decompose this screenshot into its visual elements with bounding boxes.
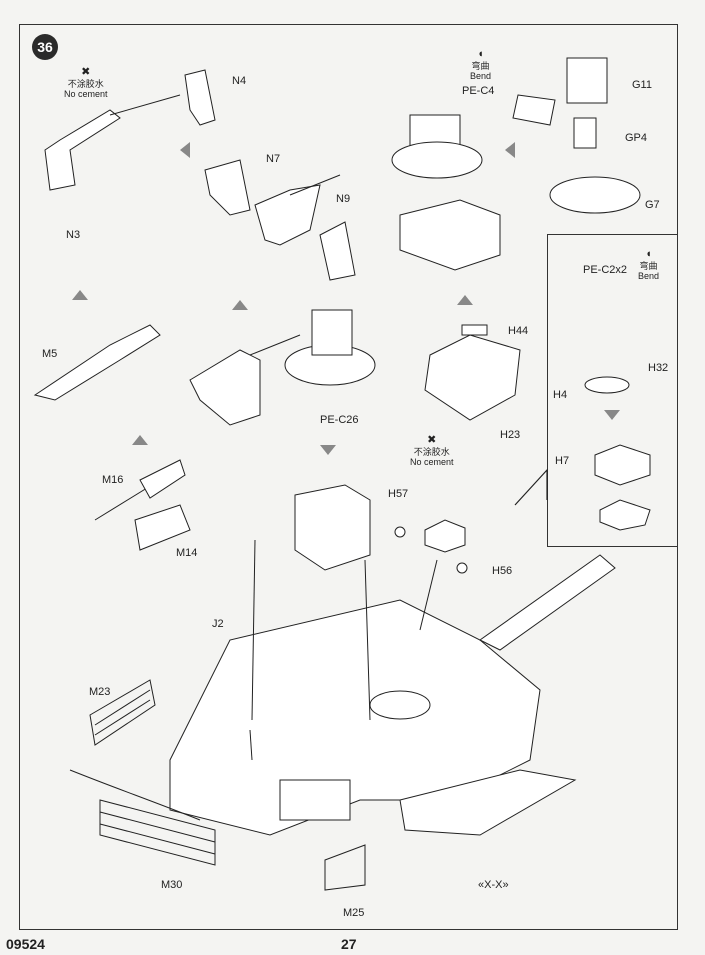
label-m25: M25: [343, 907, 365, 919]
label-g11: G11: [632, 79, 652, 91]
label-n3: N3: [66, 229, 81, 241]
no-cement-cn: 不涂胶水: [67, 78, 104, 89]
label-h4: H4: [553, 389, 568, 401]
label-h56: H56: [492, 565, 513, 577]
no-cement-icon: ✖: [81, 66, 91, 78]
pe-c4-part-drawing: [512, 94, 556, 126]
label-m30: M30: [161, 879, 183, 891]
kit-number: 09524: [6, 936, 45, 952]
label-h7: H7: [555, 455, 570, 467]
h7-part-drawing: [594, 444, 651, 486]
label-n9: N9: [336, 193, 351, 205]
label-gp4: GP4: [625, 132, 648, 144]
label-pe-c26: PE-C26: [320, 414, 359, 426]
label-g7: G7: [645, 199, 660, 211]
h23-part-drawing: [424, 334, 521, 421]
label-pe-c2x2: PE-C2x2: [583, 264, 628, 276]
tank-turret-drawing: [169, 599, 541, 836]
no-cement-note-top: ✖ 不涂胶水 No cement: [64, 66, 108, 99]
label-j2: J2: [212, 618, 224, 630]
gp4-part-drawing: [573, 117, 597, 149]
bend-cn: 弯曲: [639, 260, 658, 271]
label-pe-c4: PE-C4: [462, 85, 495, 97]
bend-cn: 弯曲: [471, 60, 490, 71]
h4-part-drawing: [584, 376, 630, 394]
m23-grille-drawing: [89, 679, 156, 746]
main-gun-barrel-drawing: [479, 554, 616, 651]
page-number: 27: [341, 936, 357, 952]
g7-part-drawing: [549, 176, 641, 214]
label-n4: N4: [232, 75, 247, 87]
hatch-ring-drawing: [399, 199, 501, 271]
label-m16: M16: [102, 474, 124, 486]
label-h44: H44: [508, 325, 529, 337]
n3-part-drawing: [44, 109, 121, 191]
g11-part-drawing: [566, 57, 608, 104]
m5-part-drawing: [33, 324, 161, 401]
bend-note-inset: ◖ 弯曲 Bend: [638, 248, 659, 281]
turret-sight-tower-drawing: [294, 484, 371, 571]
n7-barrel-assembly: [254, 184, 321, 246]
no-cement-en: No cement: [410, 456, 454, 467]
bend-en: Bend: [638, 270, 660, 281]
m25-grille-drawing: [324, 844, 366, 891]
bend-icon: ◖: [645, 248, 652, 260]
bend-en: Bend: [470, 70, 492, 81]
h44-part-drawing: [461, 324, 488, 336]
n4-part-drawing: [184, 69, 216, 126]
no-cement-note-mid: ✖ 不涂胶水 No cement: [410, 434, 454, 467]
n7-part-drawing: [204, 159, 251, 216]
no-cement-cn: 不涂胶水: [413, 446, 450, 457]
m14-part-drawing: [134, 504, 191, 551]
label-m14: M14: [176, 547, 198, 559]
bend-note-top: ◖ 弯曲 Bend: [470, 48, 491, 81]
no-cement-icon: ✖: [427, 434, 437, 446]
label-h23: H23: [500, 429, 521, 441]
label-x-x: «X-X»: [478, 879, 509, 891]
n9-part-drawing: [319, 221, 356, 281]
arrow-indicator: [180, 142, 190, 158]
detail-inset-box: [547, 234, 678, 547]
gun-assembly-drawing: [189, 349, 261, 426]
bend-icon: ◖: [477, 48, 484, 60]
m30-grille-drawing: [99, 799, 216, 866]
label-h57: H57: [388, 488, 409, 500]
label-h32: H32: [648, 362, 669, 374]
h57-h56-ring-drawing: [424, 519, 466, 553]
x-x-armor-drawing: [399, 769, 577, 836]
label-n7: N7: [266, 153, 281, 165]
label-m5: M5: [42, 348, 58, 360]
label-m23: M23: [89, 686, 111, 698]
no-cement-en: No cement: [64, 88, 108, 99]
stowage-box-drawing: [279, 779, 351, 821]
step-number-badge: 36: [32, 34, 58, 60]
